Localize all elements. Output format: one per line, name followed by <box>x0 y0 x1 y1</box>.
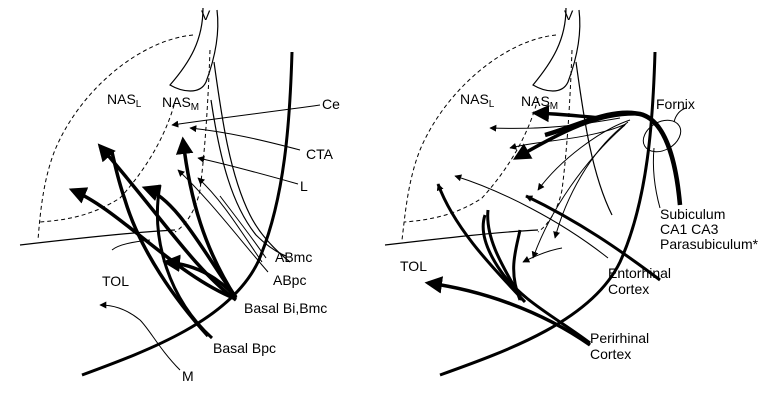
fornix-to-nas-medial <box>531 104 601 123</box>
fornix-thin-1 <box>489 117 621 132</box>
left-nas-medial-boundary <box>174 49 211 233</box>
left-label-ce: Ce <box>322 96 340 112</box>
right-label-tol: TOL <box>400 258 427 274</box>
entorhinal-to-shell <box>454 174 609 259</box>
left-panel: V NASL NASM Ce CTA L ABmc ABpc TOL Basal… <box>19 7 340 384</box>
fornix-thin-2 <box>537 119 631 191</box>
ce-projection <box>171 104 321 128</box>
left-label-v: V <box>201 7 211 23</box>
basal-bi-bmc-to-nas-medial <box>175 136 238 299</box>
fornix-thin-5 <box>509 123 627 150</box>
perirhinal-to-tol <box>424 276 592 347</box>
fornix-to-nas-core <box>512 112 641 160</box>
fornix-bundle <box>544 110 683 206</box>
left-ventricle-outline <box>169 7 219 92</box>
right-nas-shell-outline <box>401 34 557 241</box>
basal-bi-bmc-to-nas-lateral <box>97 143 238 302</box>
left-medial-wall-inner <box>210 99 287 257</box>
entorhinal-to-nas <box>525 194 661 282</box>
basal-bpc-fiber <box>110 151 210 338</box>
right-label-nas-m: NASM <box>521 93 558 112</box>
left-label-l: L <box>300 178 308 194</box>
left-label-nas-m: NASM <box>162 94 199 113</box>
right-label-perirhinal-1: Perirhinal <box>590 330 649 346</box>
right-label-nas-l: NASL <box>460 91 495 110</box>
left-label-tol: TOL <box>102 273 129 289</box>
left-nas-outer-outline <box>19 229 176 246</box>
right-label-v: V <box>564 7 574 23</box>
m-projection <box>99 301 181 371</box>
right-label-fornix: Fornix <box>656 96 695 112</box>
right-panel: V NASL NASM Fornix Subiculum CA1 CA3 Par… <box>384 7 759 377</box>
perirhinal-fiber <box>481 214 591 345</box>
left-label-abmc: ABmc <box>275 249 312 265</box>
right-medial-wall <box>575 61 613 216</box>
entorhinal-thin <box>522 247 563 263</box>
left-nas-core-boundary <box>39 97 177 223</box>
fornix-leader <box>673 107 687 123</box>
perirhinal-fiber-2 <box>512 229 522 301</box>
abmc-fiber <box>219 195 267 259</box>
right-ventricle-outline <box>532 7 581 92</box>
tol-projection <box>111 239 151 251</box>
right-nas-medial-boundary <box>537 49 573 233</box>
subiculum-leader <box>652 147 661 209</box>
l-projection <box>197 155 299 185</box>
entorhinal-to-nas-lateral <box>436 183 527 304</box>
fornix-thin-4 <box>531 124 626 259</box>
left-nas-shell-outline <box>37 34 194 241</box>
fornix-thin-3 <box>553 121 629 239</box>
right-label-entorhinal-1: Entorhinal <box>608 265 671 281</box>
cta-projection <box>189 125 301 151</box>
basal-bi-bmc-to-nas-shell <box>68 187 237 301</box>
right-label-ca1-ca3: CA1 CA3 <box>660 221 719 237</box>
left-label-m: M <box>182 368 194 384</box>
right-nas-outer-outline <box>384 229 539 246</box>
right-label-subiculum: Subiculum <box>660 206 725 222</box>
left-medial-wall <box>213 61 291 263</box>
left-label-basal-bi-bmc: Basal Bi,Bmc <box>244 300 327 316</box>
right-nas-core-boundary <box>403 97 539 223</box>
basal-bpc-fiber-2 <box>156 184 214 340</box>
left-label-cta: CTA <box>306 146 334 162</box>
right-label-perirhinal-2: Cortex <box>590 346 631 362</box>
fornix-ellipse <box>642 119 682 153</box>
left-label-abpc: ABpc <box>273 272 306 288</box>
right-label-parasubiculum: Parasubiculum* <box>660 236 759 252</box>
left-label-nas-l: NASL <box>107 91 142 110</box>
left-label-basal-bpc: Basal Bpc <box>213 340 276 356</box>
left-diagonal-fiber <box>81 51 294 377</box>
abmc-projection <box>197 177 263 263</box>
right-label-entorhinal-2: Cortex <box>608 281 649 297</box>
